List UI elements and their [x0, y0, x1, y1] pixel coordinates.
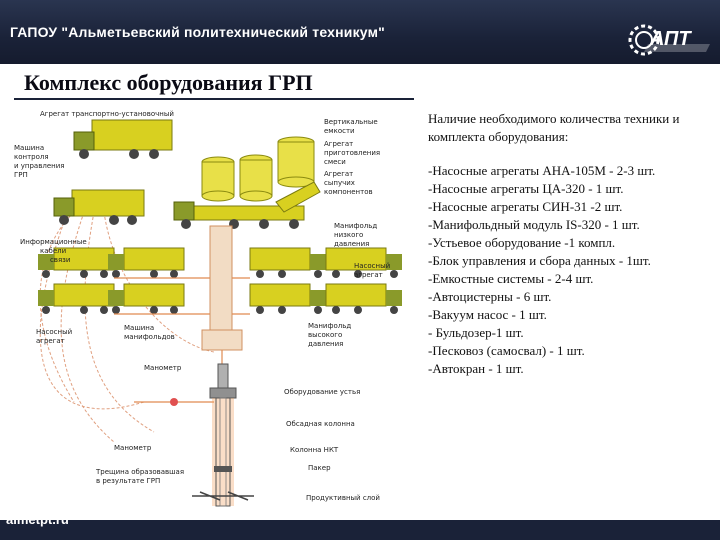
label-pump-unit-right-1: Насосный	[354, 262, 390, 270]
label-fracture-1: Трещина образовавшая	[95, 468, 184, 476]
label-bulk-unit-2: сыпучих	[324, 179, 355, 187]
equipment-intro: Наличие необходимого количества техники …	[428, 111, 680, 144]
label-wellhead: Оборудование устья	[284, 388, 360, 396]
label-fracture-2: в результате ГРП	[96, 477, 160, 485]
equipment-item: -Насосные агрегаты СИН-31 -2 шт.	[428, 199, 623, 214]
label-pump-unit-right-2: агрегат	[354, 271, 383, 279]
pump-unit-row-1	[38, 247, 402, 278]
label-high-manifold-3: давления	[308, 340, 343, 348]
label-manometer-top: Манометр	[144, 364, 182, 372]
equipment-item: -Песковоз (самосвал) - 1 шт.	[428, 343, 585, 358]
equipment-item: -Автоцистерны - 6 шт.	[428, 289, 552, 304]
equipment-item: -Емкостные системы - 2-4 шт.	[428, 271, 594, 286]
vertical-tanks-icon	[201, 136, 315, 202]
label-pump-unit-left-1: Насосный	[36, 328, 72, 336]
label-high-manifold-1: Манифольд	[308, 322, 351, 330]
label-manifold-machine-2: манифольдов	[124, 333, 175, 341]
equipment-item: - Бульдозер-1 шт.	[428, 325, 524, 340]
label-transport-unit: Агрегат транспортно-установочный	[40, 110, 174, 118]
equipment-item: -Устьевое оборудование -1 компл.	[428, 235, 616, 250]
equipment-item: -Насосные агрегаты ЦА-320 - 1 шт.	[428, 181, 624, 196]
label-pump-unit-left-2: агрегат	[36, 337, 65, 345]
header-bar: ГАПОУ "Альметьевский политехнический тех…	[0, 0, 720, 64]
control-machine-truck-icon	[53, 189, 145, 225]
label-productive-layer: Продуктивный слой	[306, 494, 380, 502]
label-info-cables-1: Информационные	[20, 238, 87, 246]
title-divider	[14, 98, 414, 100]
label-low-manifold-1: Манифольд	[334, 222, 377, 230]
label-manifold-machine-1: Машина	[124, 324, 154, 332]
label-info-cables-2: кабели	[40, 247, 66, 255]
low-pressure-manifold	[209, 225, 233, 331]
manifold-truck-icon	[201, 329, 243, 351]
label-low-manifold-3: давления	[334, 240, 369, 248]
label-high-manifold-2: высокого	[308, 331, 342, 339]
footer-site-link[interactable]: almetpt.ru	[6, 512, 69, 527]
transport-unit-truck-icon	[73, 119, 173, 159]
equipment-item: -Насосные агрегаты АНА-105М - 2-3 шт.	[428, 163, 656, 178]
pump-unit-row-2	[38, 283, 402, 314]
equipment-item: -Манифольдный модуль IS-320 - 1 шт.	[428, 217, 640, 232]
label-manometer-bottom: Манометр	[114, 444, 152, 452]
slide-title: Комплекс оборудования ГРП	[24, 70, 313, 95]
label-control-machine-2: контроля	[14, 153, 49, 161]
label-bulk-unit-3: компонентов	[324, 188, 373, 196]
label-tubing: Колонна НКТ	[290, 446, 339, 454]
label-mixing-unit-3: смеси	[324, 158, 346, 166]
label-control-machine-3: и управления	[14, 162, 64, 170]
frac-equipment-diagram: Агрегат транспортно-установочный Машина …	[14, 110, 402, 507]
label-casing: Обсадная колонна	[286, 420, 355, 428]
footer-bar	[0, 520, 720, 540]
label-control-machine-4: ГРП	[14, 171, 28, 179]
equipment-item: -Вакуум насос - 1 шт.	[428, 307, 547, 322]
well-bore	[192, 397, 254, 507]
label-mixing-unit-1: Агрегат	[324, 140, 353, 148]
logo-gear-icon	[628, 24, 710, 56]
label-packer: Пакер	[308, 464, 331, 472]
label-vertical-tanks-2: емкости	[324, 127, 355, 135]
equipment-item: -Автокран - 1 шт.	[428, 361, 524, 376]
label-mixing-unit-2: приготовления	[324, 149, 380, 157]
logo-text: АПТ	[650, 28, 691, 50]
label-low-manifold-2: низкого	[334, 231, 363, 239]
equipment-list-panel: Наличие необходимого количества техники …	[428, 110, 712, 378]
mixing-unit-truck-icon	[173, 181, 321, 229]
label-info-cables-3: связи	[50, 256, 70, 264]
label-vertical-tanks-1: Вертикальные	[324, 118, 378, 126]
wellhead-icon	[170, 363, 237, 406]
header-title: ГАПОУ "Альметьевский политехнический тех…	[10, 24, 385, 40]
equipment-item: -Блок управления и сбора данных - 1шт.	[428, 253, 651, 268]
label-control-machine-1: Машина	[14, 144, 44, 152]
label-bulk-unit-1: Агрегат	[324, 170, 353, 178]
